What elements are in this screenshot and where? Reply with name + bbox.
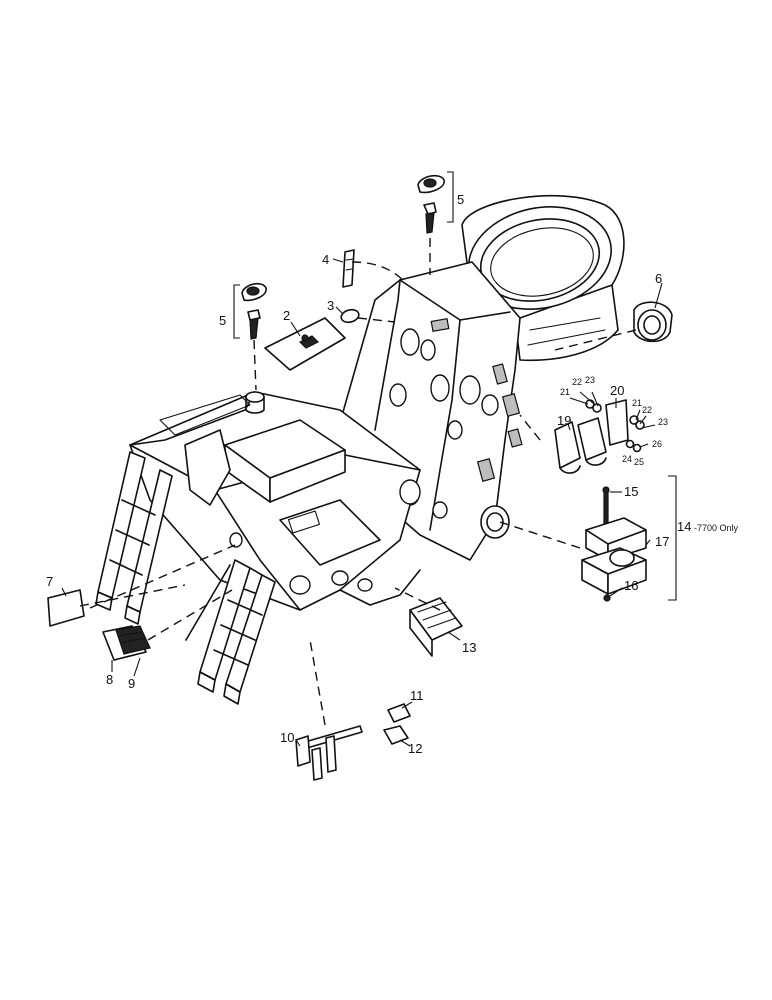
callout-7: 7	[46, 574, 53, 589]
callout-5-upper: 5	[457, 192, 464, 207]
callout-26: 26	[652, 439, 662, 449]
callout-9: 9	[128, 676, 135, 691]
callout-25: 25	[634, 457, 644, 467]
callout-3: 3	[327, 298, 334, 313]
part-pillow-block	[581, 486, 647, 602]
assembly-lines	[79, 171, 677, 726]
part-cap-lower	[241, 282, 267, 340]
callout-14-note: -7700 Only	[694, 523, 739, 533]
callout-19: 19	[557, 413, 571, 428]
callout-13: 13	[462, 640, 476, 655]
part-bushing	[633, 301, 673, 343]
callout-23-left: 23	[585, 375, 595, 385]
callout-11: 11	[410, 688, 424, 703]
callout-labels: 5 4 3 2 5 6 22 23 21 20 21 22 23 19 26 2…	[46, 192, 739, 756]
callout-14: 14	[677, 519, 691, 534]
main-frame	[95, 194, 625, 705]
callout-6: 6	[655, 271, 662, 286]
callout-23-right: 23	[658, 417, 668, 427]
callout-20: 20	[610, 383, 624, 398]
callout-10: 10	[280, 730, 294, 745]
callout-8: 8	[106, 672, 113, 687]
leader-lines	[61, 258, 663, 747]
callout-24: 24	[622, 454, 632, 464]
callout-22-right: 22	[642, 405, 652, 415]
callout-4: 4	[322, 252, 329, 267]
part-gasket	[340, 308, 360, 324]
part-plate	[264, 317, 346, 371]
callout-15: 15	[624, 484, 638, 499]
callout-17: 17	[655, 534, 669, 549]
part-pads	[383, 703, 411, 745]
part-side-plate	[47, 589, 85, 627]
part-cover	[102, 625, 151, 661]
callout-2: 2	[283, 308, 290, 323]
callout-5-lower: 5	[219, 313, 226, 328]
part-cap-upper	[417, 174, 445, 234]
callout-16: 16	[624, 578, 638, 593]
part-step	[409, 597, 463, 657]
callout-21-right: 21	[632, 398, 642, 408]
callout-21-left: 21	[560, 387, 570, 397]
callout-22-left: 22	[572, 377, 582, 387]
part-step-bracket	[295, 725, 363, 781]
part-bracket	[342, 249, 355, 288]
part-clamp-brackets	[554, 399, 645, 474]
callout-12: 12	[408, 741, 422, 756]
